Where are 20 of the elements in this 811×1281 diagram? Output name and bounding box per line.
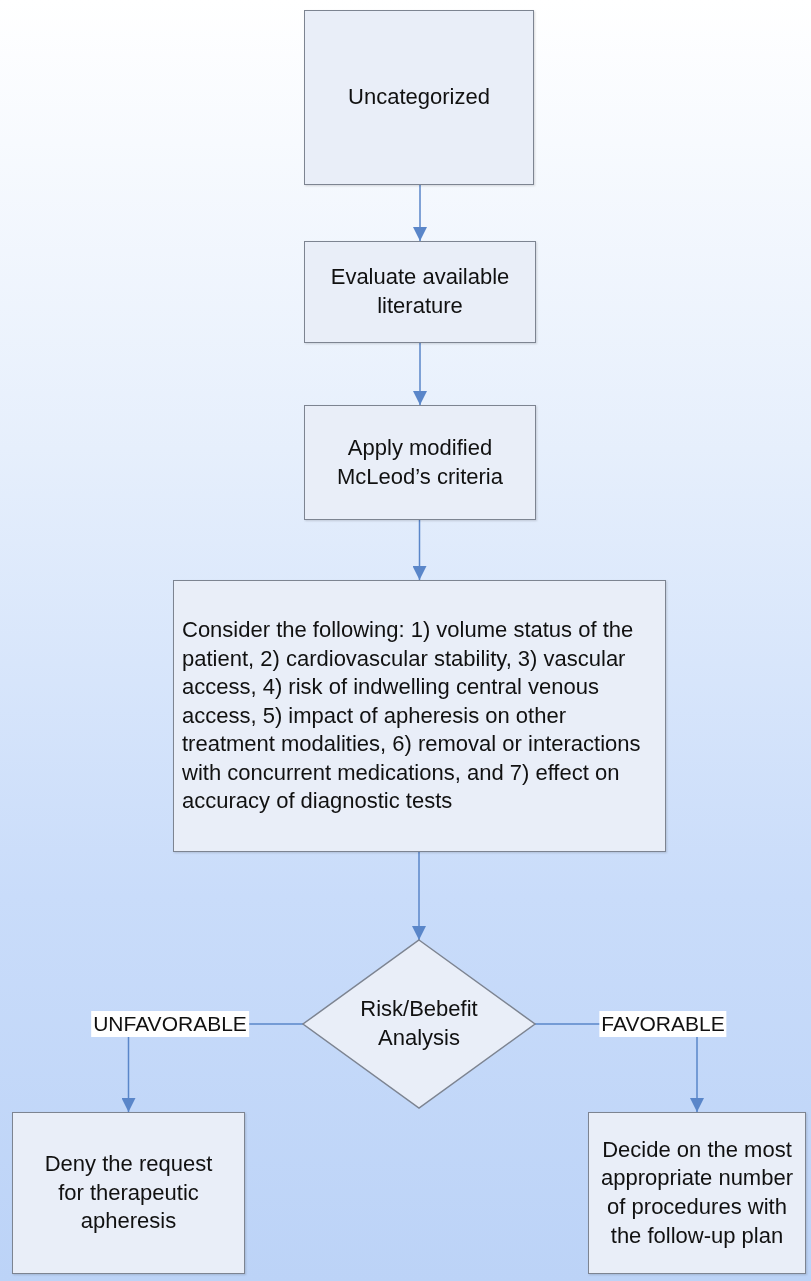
node-text: Consider the following: 1) volume status of the patient, 2) cardiovascular stability, 3) vascular access, 4) risk of indwelling central venous access, 5) impact of apheresis on other treatment modalities, 6) removal or interactions with concurrent medications, and 7) effect on accuracy of diagnostic tests xyxy=(182,615,642,816)
process-box xyxy=(304,10,534,185)
node-text: Uncategorized xyxy=(348,83,490,112)
process-box xyxy=(173,580,666,852)
node-text: Deny the request for therapeutic apheresis xyxy=(43,1150,214,1236)
node-text: Risk/Bebefit Analysis xyxy=(359,995,479,1052)
process-box xyxy=(304,241,536,343)
arrow xyxy=(413,184,427,242)
process-box xyxy=(588,1112,806,1274)
decision-diamond xyxy=(303,940,535,1108)
node-text: Apply modified McLeod’s criteria xyxy=(336,433,504,491)
arrow xyxy=(412,851,426,941)
process-box xyxy=(12,1112,245,1274)
arrow xyxy=(412,519,427,581)
node-text: Evaluate available literature xyxy=(329,263,511,320)
edge-label: FAVORABLE xyxy=(599,1011,727,1037)
process-box xyxy=(304,405,536,520)
arrow xyxy=(413,342,427,406)
edge-label: UNFAVORABLE xyxy=(91,1011,249,1037)
node-text: Decide on the most appropriate number of procedures with the follow-up plan xyxy=(600,1135,794,1250)
